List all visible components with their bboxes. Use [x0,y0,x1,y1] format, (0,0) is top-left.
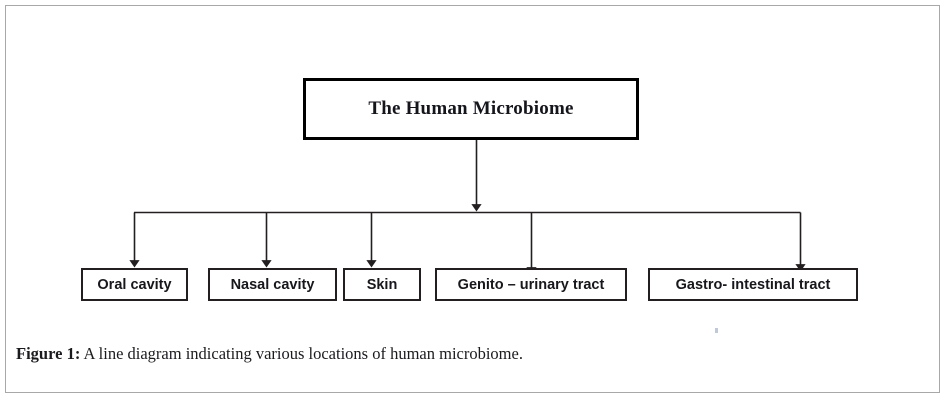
node-gastro-intestinal-tract: Gastro- intestinal tract [648,268,858,301]
node-oral-cavity-label: Oral cavity [97,276,172,293]
node-skin-label: Skin [366,276,398,293]
figure-caption: Figure 1: A line diagram indicating vari… [16,344,523,364]
node-genito-urinary-tract: Genito – urinary tract [435,268,627,301]
node-skin: Skin [343,268,421,301]
node-genito-urinary-tract-label: Genito – urinary tract [457,276,605,293]
node-oral-cavity: Oral cavity [81,268,188,301]
node-root: The Human Microbiome [303,78,639,140]
node-root-label: The Human Microbiome [368,98,574,119]
node-nasal-cavity-label: Nasal cavity [230,276,315,293]
figure-caption-prefix: Figure 1: [16,344,81,363]
figure-border [5,5,940,393]
node-gastro-intestinal-tract-label: Gastro- intestinal tract [675,276,831,293]
figure-caption-text: A line diagram indicating various locati… [80,344,523,363]
scan-artifact-speck [715,328,718,333]
node-nasal-cavity: Nasal cavity [208,268,337,301]
